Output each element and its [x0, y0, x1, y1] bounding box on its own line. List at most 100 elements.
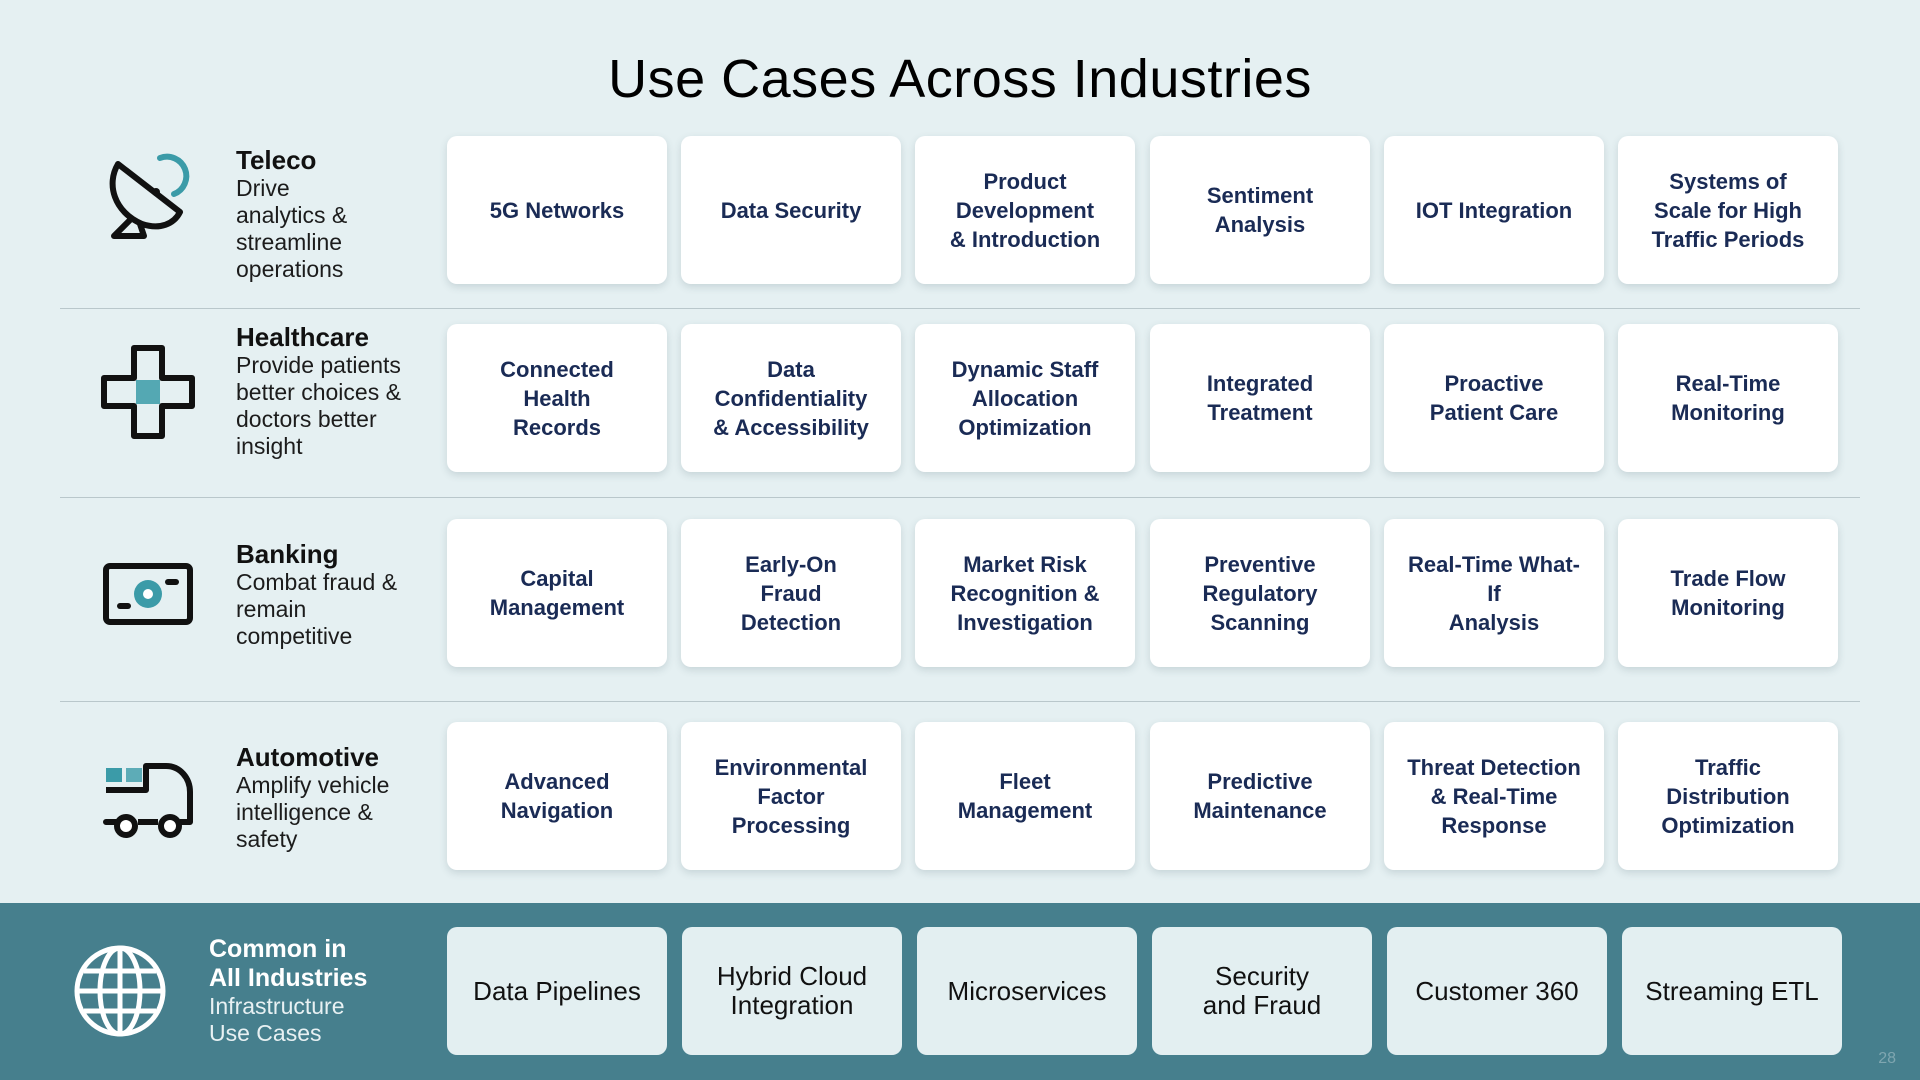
use-case-text: 5G Networks — [489, 197, 625, 223]
use-case-text: Capital — [520, 566, 594, 591]
industry-label-teleco: Teleco Drive analytics & streamline oper… — [236, 145, 436, 283]
use-case-text: Treatment — [1207, 400, 1313, 425]
industry-desc-line: Provide patients — [236, 352, 401, 378]
use-case-text: Threat Detection — [1407, 754, 1581, 780]
use-case-text: Investigation — [957, 609, 1093, 635]
banknote-icon — [100, 546, 196, 642]
use-case-text: Data — [767, 356, 815, 382]
use-case-text: Proactive — [1444, 371, 1544, 396]
industry-desc-line: Drive — [236, 175, 290, 201]
common-use-case-text: Integration — [730, 990, 854, 1020]
satellite-dish-icon — [100, 150, 196, 246]
use-case-text: Detection — [740, 609, 842, 635]
use-case-text: Preventive — [1204, 551, 1316, 577]
common-use-case-card: Customer 360 — [1387, 927, 1607, 1055]
use-case-text: Allocation — [971, 385, 1079, 411]
use-case-text: Optimization — [1661, 812, 1795, 838]
row-divider — [60, 308, 1860, 309]
use-case-text: Real-Time What- — [1408, 551, 1580, 577]
common-use-case-text: Streaming ETL — [1645, 975, 1819, 1006]
industry-desc-line: insight — [236, 433, 303, 459]
use-case-text: Connected — [500, 356, 614, 382]
industry-desc-line: better choices & — [236, 379, 401, 405]
use-case-text: Scanning — [1210, 609, 1310, 635]
use-case-text: Traffic — [1694, 754, 1762, 780]
common-desc-line: Use Cases — [209, 1020, 322, 1046]
use-case-text: Systems of — [1669, 168, 1787, 194]
row-divider — [60, 701, 1860, 702]
use-case-text: Trade Flow — [1670, 566, 1786, 591]
use-case-text: Recognition & — [950, 580, 1100, 606]
use-case-text: Environmental — [714, 754, 868, 780]
use-case-text: Processing — [731, 812, 851, 838]
medical-cross-icon — [100, 344, 196, 440]
common-use-case-card: Data Pipelines — [447, 927, 667, 1055]
use-case-text: Real-Time — [1675, 371, 1781, 396]
industry-label-healthcare: Healthcare Provide patients better choic… — [236, 322, 436, 460]
use-case-text: Management — [489, 595, 625, 620]
industry-name: Automotive — [236, 742, 379, 772]
use-case-text: Dynamic Staff — [951, 356, 1099, 382]
common-label: Common in All Industries Infrastructure … — [209, 935, 409, 1047]
common-use-case-card: Streaming ETL — [1622, 927, 1842, 1055]
common-use-case-text: and Fraud — [1202, 990, 1322, 1020]
use-case-text: Traffic Periods — [1651, 226, 1805, 252]
use-case-text: Navigation — [500, 798, 614, 823]
page-number: 28 — [1878, 1050, 1896, 1067]
industry-desc-line: Combat fraud & — [236, 569, 398, 595]
industry-desc-line: operations — [236, 256, 344, 282]
use-case-text: Predictive — [1207, 769, 1313, 794]
use-case-text: Records — [512, 414, 602, 440]
use-case-text: & Real-Time — [1430, 783, 1558, 809]
use-case-card: Data Security — [681, 136, 901, 284]
use-case-text: Data Security — [720, 197, 862, 223]
use-case-text: Optimization — [958, 414, 1092, 440]
use-case-text: Response — [1441, 812, 1547, 838]
industry-desc-line: intelligence & — [236, 799, 373, 825]
use-case-text: Fraud — [760, 580, 822, 606]
use-case-text: Analysis — [1448, 609, 1540, 635]
use-case-text: Management — [957, 798, 1093, 823]
use-case-text: Sentiment — [1206, 183, 1314, 208]
use-case-text: Scale for High — [1654, 197, 1802, 223]
common-desc-line: Infrastructure — [209, 993, 345, 1019]
common-name-line: Common in — [209, 935, 347, 963]
industry-desc-line: streamline — [236, 229, 343, 255]
industry-desc-line: analytics & — [236, 202, 348, 228]
industry-desc-line: remain — [236, 596, 307, 622]
use-case-text: Fleet — [999, 769, 1051, 794]
common-use-case-text: Customer 360 — [1415, 975, 1579, 1006]
industry-name: Healthcare — [236, 322, 369, 352]
industry-label-banking: Banking Combat fraud & remain competitiv… — [236, 539, 436, 650]
use-case-text: If — [1487, 580, 1501, 606]
use-case-text: & Introduction — [949, 226, 1101, 252]
use-case-text: & Accessibility — [713, 414, 869, 440]
use-case-card: IOT Integration — [1384, 136, 1604, 284]
use-case-text: Monitoring — [1671, 400, 1785, 425]
industry-desc-line: competitive — [236, 623, 353, 649]
use-case-text: Health — [523, 385, 591, 411]
common-industries-band: Common in All Industries Infrastructure … — [0, 903, 1920, 1080]
industry-desc-line: Amplify vehicle — [236, 772, 390, 798]
use-case-text: IOT Integration — [1415, 197, 1573, 223]
use-case-text: Early-On — [745, 551, 837, 577]
common-use-case-text: Hybrid Cloud — [716, 961, 868, 991]
